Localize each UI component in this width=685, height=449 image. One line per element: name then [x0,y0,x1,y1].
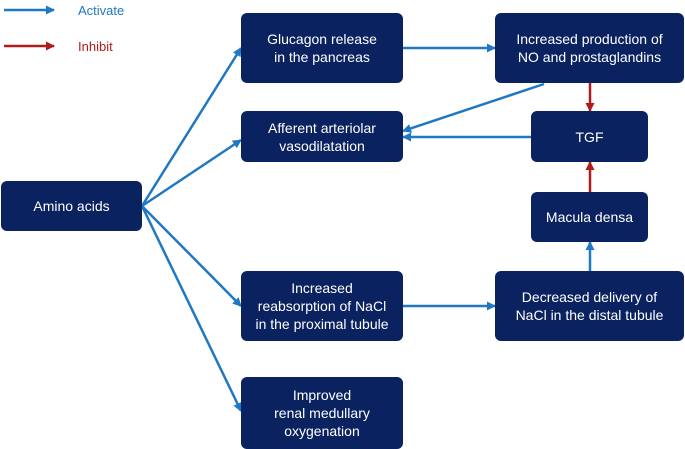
legend-activate-label: Activate [78,3,125,18]
node-decreased-nacl-delivery: Decreased delivery of NaCl in the distal… [495,271,684,341]
node-afferent-vasodilatation: Afferent arteriolar vasodilatation [241,111,403,162]
arrow-amino-acids-to-oxygenation [140,205,243,412]
node-nacl-reabsorption: Increased reabsorption of NaCl in the pr… [241,271,403,341]
arrow-no-prostaglandins-to-afferent [402,82,545,133]
node-amino-acids: Amino acids [1,181,142,231]
node-no-prostaglandins: Increased production of NO and prostagla… [495,13,684,83]
node-medullary-oxygenation: Improved renal medullary oxygenation [241,377,403,449]
node-macula-densa: Macula densa [531,192,648,242]
node-glucagon-release: Glucagon release in the pancreas [241,13,403,83]
node-tgf: TGF [531,111,648,162]
legend-inhibit-label: Inhibit [78,39,113,54]
arrow-amino-acids-to-afferent [141,138,242,208]
arrow-amino-acids-to-glucagon [140,47,243,207]
arrow-amino-acids-to-reabsorption [141,205,242,307]
